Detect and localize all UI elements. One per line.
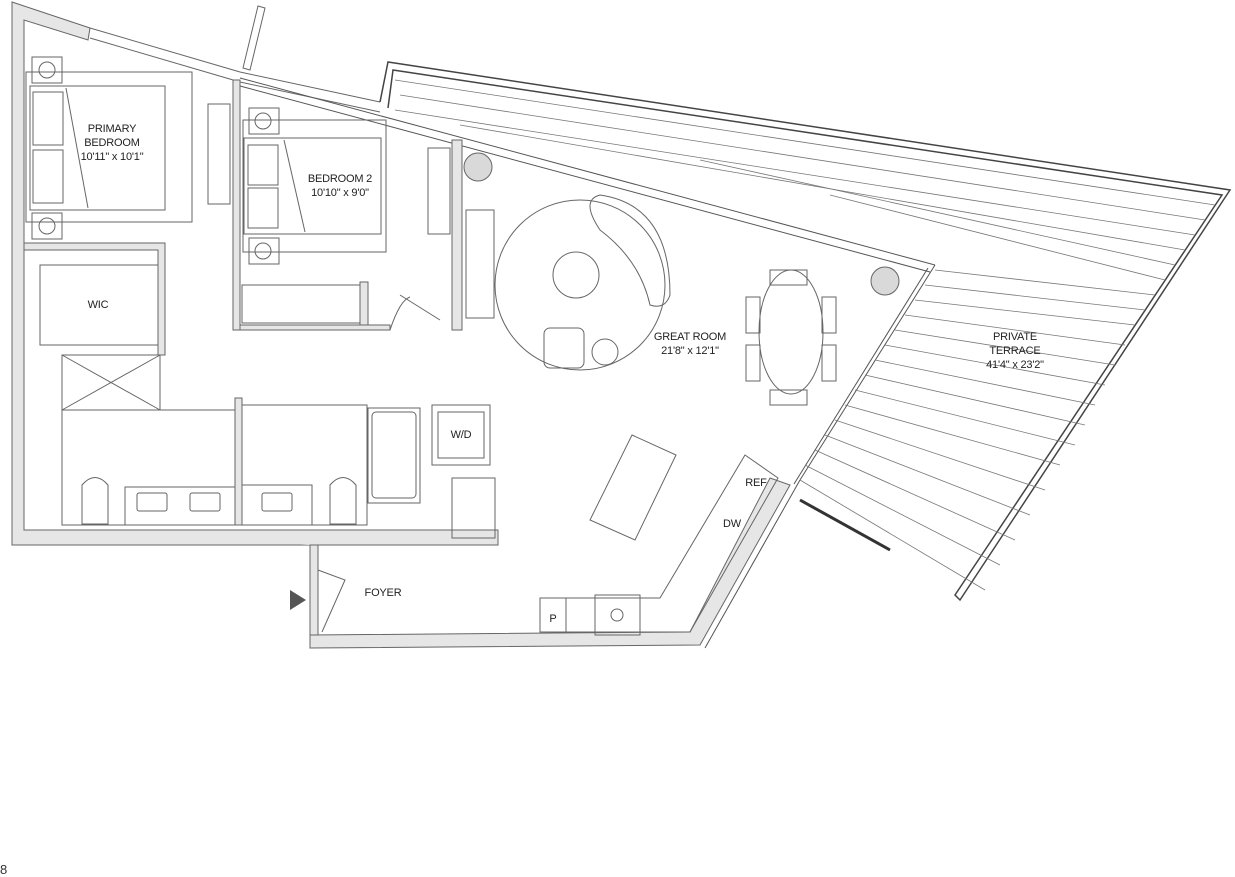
room-name: PRIVATE: [992, 331, 1038, 343]
room-dimensions: 41'4" x 23'2": [986, 359, 1044, 371]
room-name: TERRACE: [989, 345, 1041, 357]
room-name: WIC: [87, 299, 109, 311]
room-name: GREAT ROOM: [653, 331, 727, 343]
room-name: BEDROOM: [84, 137, 140, 149]
fixture-label-refrigerator: REF: [745, 477, 767, 489]
room-label-primary-bedroom: PRIMARY BEDROOM 10'11" x 10'1": [72, 122, 152, 164]
entry-arrow-icon: [290, 590, 306, 610]
room-name: BEDROOM 2: [307, 173, 373, 185]
room-label-wic: WIC: [78, 298, 118, 312]
room-label-bedroom-2: BEDROOM 2 10'10" x 9'0": [295, 172, 385, 200]
room-dimensions: 10'10" x 9'0": [311, 187, 369, 199]
fixture-label-washer-dryer: W/D: [450, 429, 472, 441]
interior-wall-bath-bottom: [24, 529, 499, 546]
room-dimensions: 21'8" x 12'1": [661, 345, 719, 357]
room-label-private-terrace: PRIVATE TERRACE 41'4" x 23'2": [975, 330, 1055, 372]
fixture-label-pantry: P: [549, 613, 557, 625]
room-label-great-room: GREAT ROOM 21'8" x 12'1": [645, 330, 735, 358]
fixture-label-dishwasher: DW: [723, 518, 741, 530]
room-name: FOYER: [364, 587, 402, 599]
room-label-foyer: FOYER: [360, 586, 406, 600]
room-name: PRIMARY: [87, 123, 137, 135]
room-dimensions: 10'11" x 10'1": [80, 151, 144, 163]
page-number: 8: [0, 862, 8, 877]
